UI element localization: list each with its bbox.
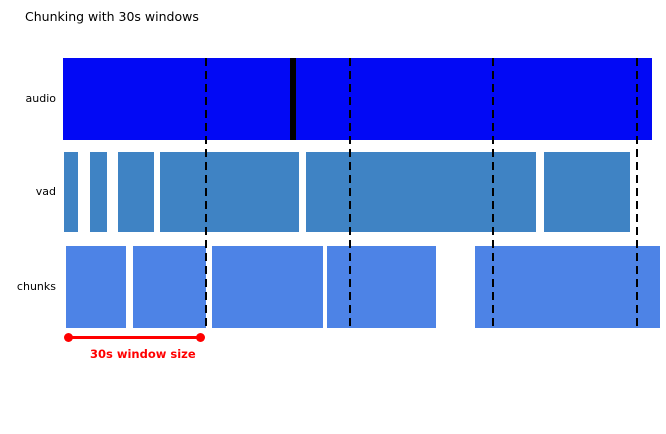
- chunks-bar: [475, 246, 660, 328]
- audio-bar: [296, 58, 652, 140]
- window-boundary-dashed-line: [636, 58, 638, 328]
- row-label-audio: audio: [25, 92, 56, 105]
- vad-bar: [64, 152, 78, 232]
- chunks-bar: [66, 246, 126, 328]
- arrow-left-endpoint-dot: [63, 332, 73, 342]
- vad-bar: [118, 152, 154, 232]
- vad-bar: [90, 152, 107, 232]
- window-size-arrow-line: [68, 336, 200, 339]
- window-boundary-dashed-line: [492, 58, 494, 328]
- segment-divider-line: [290, 58, 296, 140]
- vad-bar: [306, 152, 536, 232]
- window-boundary-dashed-line: [349, 58, 351, 328]
- window-boundary-dashed-line: [205, 58, 207, 328]
- vad-bar: [544, 152, 630, 232]
- figure-title: Chunking with 30s windows: [25, 9, 199, 24]
- chunks-bar: [327, 246, 436, 328]
- row-label-chunks: chunks: [16, 280, 56, 293]
- window-size-label: 30s window size: [90, 347, 196, 361]
- chunks-bar: [133, 246, 206, 328]
- arrow-right-endpoint-dot: [195, 332, 205, 342]
- audio-bar: [63, 58, 290, 140]
- row-label-vad: vad: [35, 185, 56, 198]
- vad-bar: [160, 152, 299, 232]
- chunks-bar: [212, 246, 323, 328]
